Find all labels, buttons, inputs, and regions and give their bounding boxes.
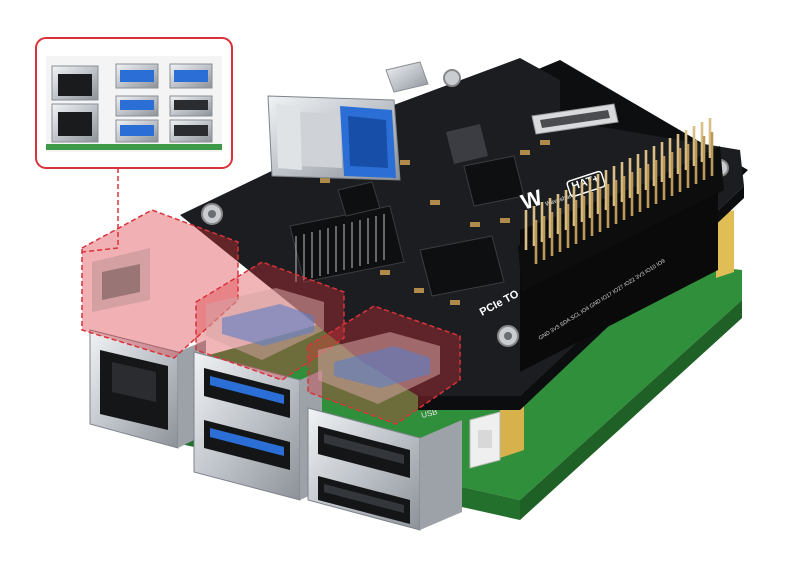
highlight-usb-right [307,305,461,425]
highlight-usb-left [195,261,345,381]
usb-label: USB [420,407,438,420]
usb-stack-right: USB [307,407,462,531]
gpio-header [518,118,724,292]
usb-stack-left [193,351,322,501]
ports-inset [35,37,233,169]
highlight-ethernet [81,209,239,359]
fan-connector [469,411,501,469]
hat-usb3-port [267,95,401,181]
